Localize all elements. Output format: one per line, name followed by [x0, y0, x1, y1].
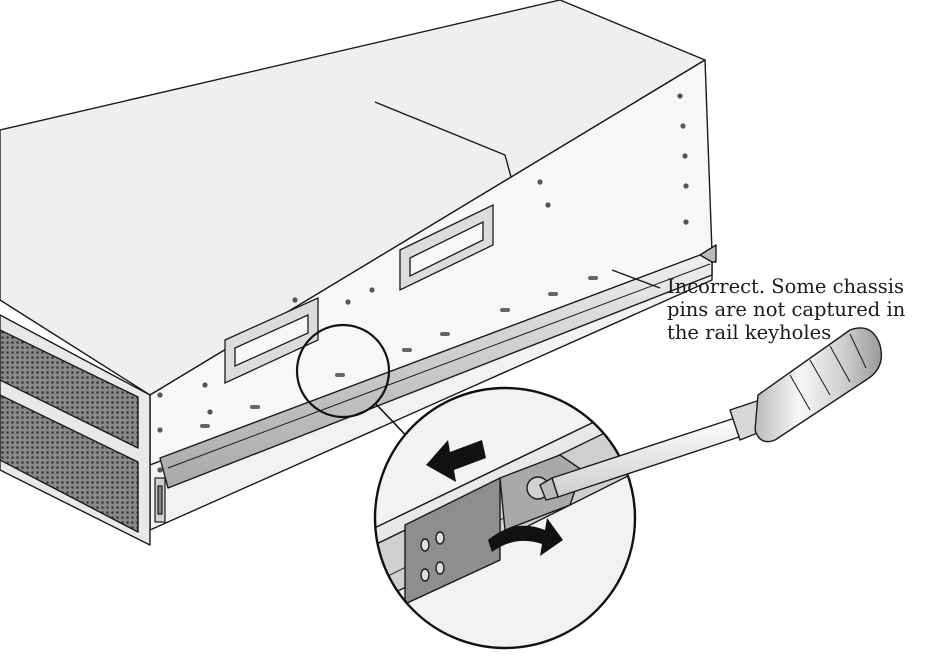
detail-view	[373, 386, 637, 650]
callout-line-2: pins are not captured in	[667, 298, 906, 321]
callout-text: Incorrect. Some chassis pins are not cap…	[667, 275, 947, 344]
callout-leader-line	[611, 269, 661, 289]
rail-keyholes	[200, 276, 598, 428]
rail-front-latch	[154, 477, 166, 523]
vent-mesh-lower	[0, 394, 139, 533]
callout-line-1: Incorrect. Some chassis	[667, 275, 904, 298]
callout-line-3: the rail keyholes	[667, 321, 832, 344]
chassis-handles	[224, 203, 494, 385]
rotate-arrow-icon	[488, 518, 563, 556]
vent-mesh-upper	[0, 329, 139, 449]
push-left-arrow-icon	[426, 440, 486, 482]
screwdriver-icon	[539, 327, 883, 501]
detail-magnifier-icon	[295, 323, 391, 419]
slide-rail-icon	[159, 244, 717, 489]
